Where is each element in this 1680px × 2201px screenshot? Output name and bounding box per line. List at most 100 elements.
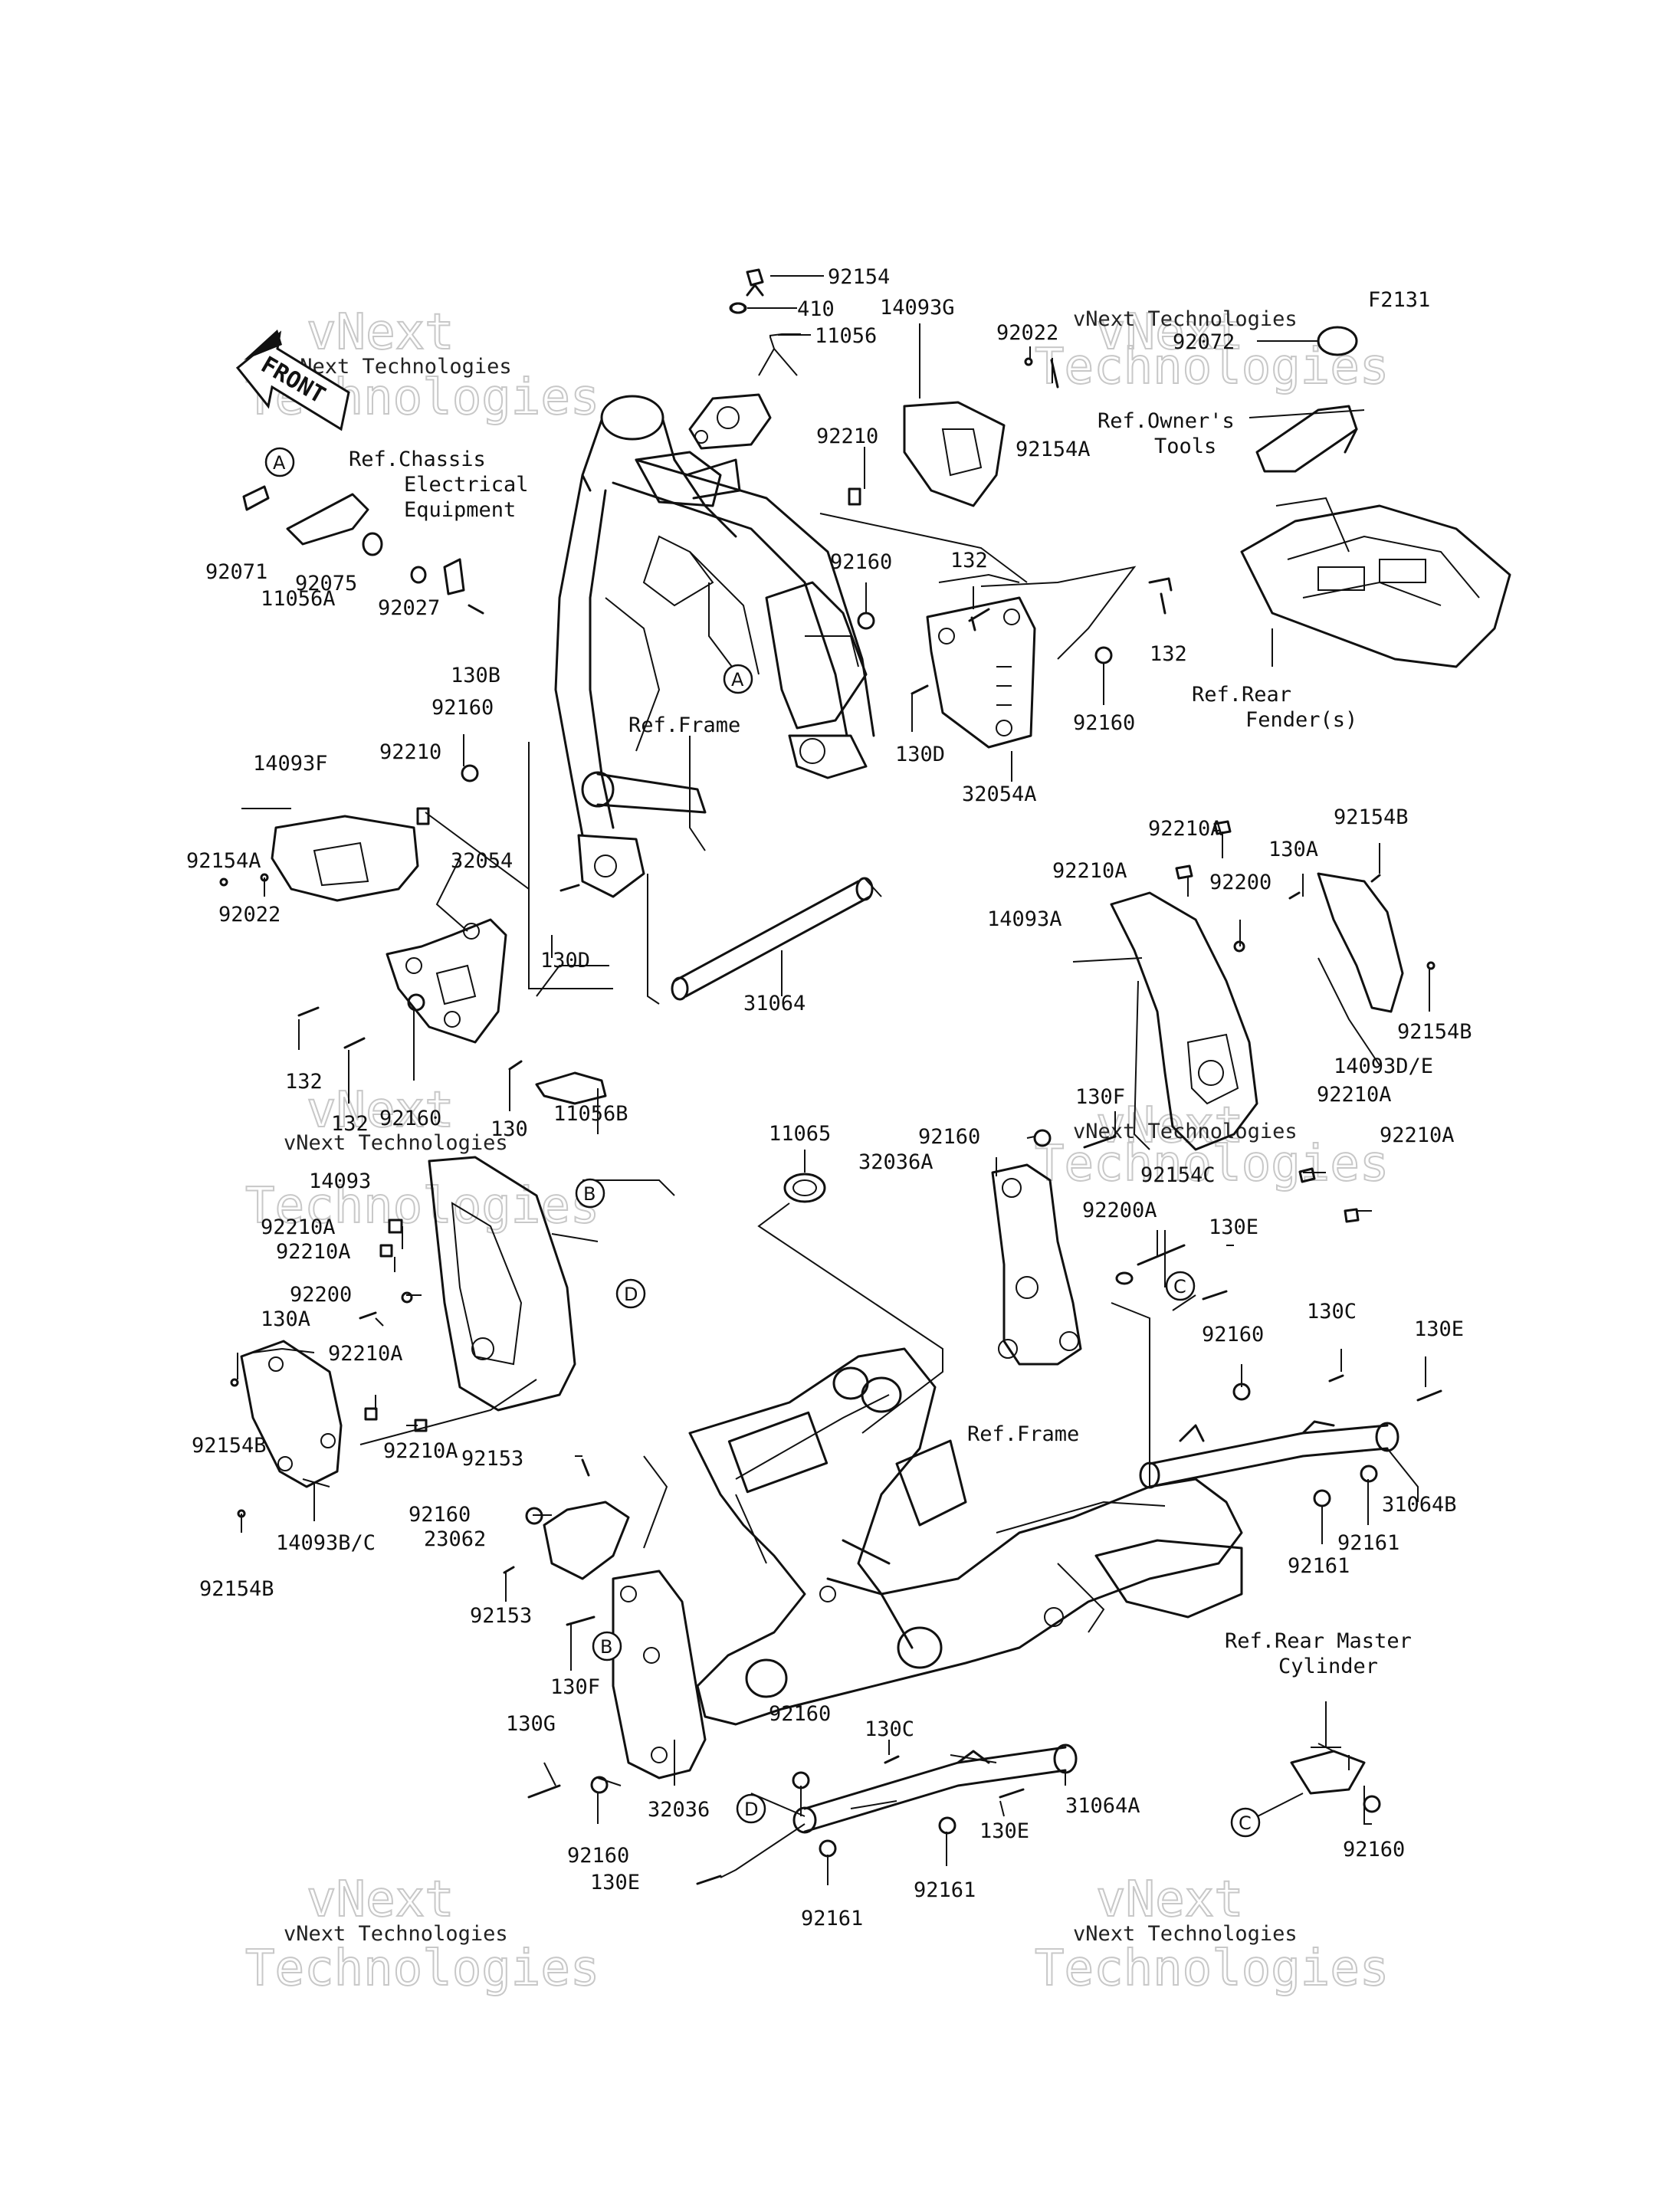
- part-label: 92160: [918, 1125, 980, 1149]
- part-label: 92160: [567, 1844, 629, 1868]
- pipe-31064: [671, 877, 882, 1001]
- part-label: 92160: [431, 696, 494, 720]
- watermark-vnext: vNext: [307, 304, 454, 361]
- part-label: 11065: [769, 1122, 831, 1146]
- part-label: 92154B: [1397, 1020, 1472, 1044]
- watermark-bottom-left: vNext vNext Technologies Technologies: [244, 1871, 600, 1998]
- part-label: 132: [1150, 642, 1187, 666]
- part-label: 92200: [290, 1283, 352, 1307]
- part-label: 32036: [648, 1798, 710, 1822]
- ref-rear-master-cylinder: Ref.Rear Master Cylinder: [1225, 1629, 1412, 1678]
- part-label: 92210A: [1317, 1083, 1392, 1107]
- part-label: 92210A: [1052, 859, 1127, 883]
- part-label: 14093G: [880, 296, 955, 320]
- front-arrow-icon: FRONT: [235, 330, 350, 431]
- rear-fender: [1240, 504, 1511, 668]
- svg-text:Ref.Owner's: Ref.Owner's: [1098, 409, 1235, 433]
- part-label: 92210A: [1380, 1123, 1455, 1147]
- leader-lines: [237, 275, 1430, 1885]
- part-label: 130C: [865, 1717, 914, 1741]
- part-label: 92210: [379, 740, 441, 764]
- callout-d-lower: D: [736, 1793, 766, 1824]
- ref-chassis-electrical: Ref.Chassis Electrical Equipment: [349, 448, 529, 522]
- seal-11065: [783, 1173, 826, 1203]
- part-label: 92210A: [328, 1342, 403, 1366]
- watermark-vnext: vNext: [307, 1871, 454, 1928]
- part-label: 92160: [1202, 1323, 1264, 1347]
- part-label: 92210A: [1148, 817, 1223, 841]
- part-label: 92153: [461, 1447, 523, 1471]
- part-label: 92160: [1073, 711, 1135, 735]
- watermark-vnext: vNext: [307, 1082, 454, 1139]
- svg-text:C: C: [1173, 1276, 1186, 1297]
- callout-c-lower: C: [1230, 1807, 1261, 1838]
- part-label: 11056A: [261, 587, 336, 611]
- part-label: 92154: [828, 265, 890, 289]
- part-label: 31064: [743, 992, 806, 1015]
- main-frame-upper: [554, 395, 875, 898]
- callout-b-lower: B: [592, 1631, 622, 1661]
- part-label: 92160: [379, 1107, 441, 1130]
- ref-owners-tools: Ref.Owner's Tools: [1098, 409, 1235, 458]
- part-label: 92210: [816, 425, 878, 448]
- svg-text:Ref.Rear: Ref.Rear: [1192, 683, 1291, 707]
- watermark-text: vNext Technologies: [284, 1131, 508, 1155]
- part-label: 92210A: [261, 1215, 336, 1239]
- part-label: 92161: [914, 1878, 976, 1902]
- bracket-11056A: [242, 485, 484, 615]
- part-label: 92160: [1343, 1838, 1405, 1862]
- part-label: 130E: [1209, 1215, 1258, 1239]
- bracket-11056: [688, 284, 772, 450]
- svg-text:Equipment: Equipment: [404, 498, 516, 522]
- bracket-upper-right-frame: [765, 581, 868, 779]
- part-label: 92154A: [186, 849, 261, 873]
- watermark-tech: Technologies: [1035, 1940, 1389, 1997]
- svg-text:Tools: Tools: [1154, 435, 1216, 458]
- main-frame-lower: [688, 1347, 1243, 1726]
- part-label: 130E: [979, 1819, 1029, 1843]
- watermark-tech: Technologies: [1035, 339, 1389, 395]
- svg-text:Fender(s): Fender(s): [1245, 708, 1357, 732]
- part-label: 130F: [1075, 1085, 1125, 1109]
- svg-text:A: A: [273, 452, 286, 474]
- part-label: 130E: [1414, 1317, 1464, 1341]
- part-label: 92022: [996, 321, 1058, 345]
- part-label: 23062: [424, 1527, 486, 1551]
- part-label: 92160: [769, 1702, 831, 1726]
- part-number-labels: 92154 410 11056 14093G 92022 92072 92154…: [186, 265, 1472, 1930]
- ref-frame-lower: Ref.Frame: [967, 1422, 1079, 1446]
- part-label: 132: [331, 1112, 369, 1136]
- part-label: 92027: [378, 596, 440, 620]
- part-label: 92160: [830, 550, 892, 574]
- cover-14093G: [903, 401, 1006, 507]
- part-label: 132: [285, 1070, 323, 1094]
- part-label: 92072: [1173, 330, 1235, 354]
- bracket-23062: [543, 1501, 630, 1580]
- part-label: 92160: [409, 1503, 471, 1527]
- part-label: 132: [950, 549, 988, 572]
- svg-text:Ref.Chassis: Ref.Chassis: [349, 448, 486, 471]
- svg-text:B: B: [600, 1636, 612, 1658]
- part-label: 92161: [801, 1907, 863, 1930]
- part-label: 11056B: [553, 1102, 628, 1126]
- part-label: 11056: [815, 324, 877, 348]
- callout-c-upper: C: [1165, 1271, 1196, 1301]
- watermark-text: vNext Technologies: [1073, 1922, 1298, 1946]
- svg-text:D: D: [624, 1284, 638, 1305]
- callout-b-upper: B: [575, 1178, 605, 1209]
- part-label: 92210A: [383, 1439, 458, 1463]
- part-label: 410: [797, 297, 835, 321]
- part-label: 92154C: [1140, 1163, 1216, 1187]
- plate-32036: [612, 1570, 707, 1779]
- part-label: 14093F: [253, 752, 328, 776]
- part-label: 92200: [1209, 871, 1271, 894]
- part-label: 130: [491, 1117, 528, 1141]
- callout-a-frame: A: [723, 664, 753, 694]
- ref-rear-fender: Ref.Rear Fender(s): [1192, 683, 1357, 732]
- watermark-vnext: vNext: [1096, 304, 1244, 361]
- part-label: 32054A: [962, 782, 1037, 806]
- ref-frame-upper: Ref.Frame: [628, 713, 740, 737]
- cover-14093DE: [1317, 872, 1404, 1013]
